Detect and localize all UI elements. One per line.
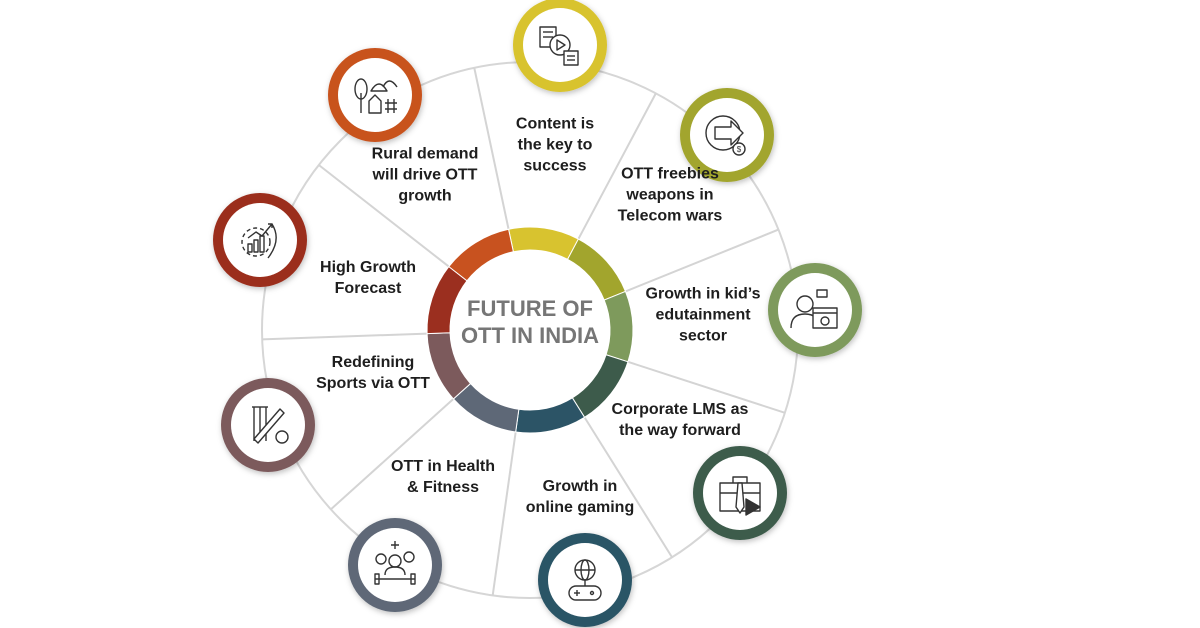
label-line: & Fitness	[406, 479, 479, 496]
label-line: growth	[398, 187, 452, 205]
label-line: success	[523, 157, 587, 175]
label-lms: Corporate LMS as the way forward	[612, 399, 749, 441]
spoke-divider	[583, 416, 673, 558]
badge-content	[513, 0, 607, 92]
briefcase-video-icon	[719, 476, 761, 516]
child-video-learning-icon	[790, 289, 838, 329]
growth-gear-chart-icon	[241, 223, 277, 259]
badge-health	[348, 518, 442, 612]
spoke-divider	[473, 67, 510, 230]
label-line: OTT in Health	[391, 458, 495, 475]
rural-village-icon	[354, 78, 398, 114]
label-health: OTT in Health & Fitness	[391, 456, 495, 498]
label-line: Redefining	[331, 354, 415, 371]
spoke-divider	[491, 431, 517, 596]
badge-inner	[358, 528, 432, 602]
center-title-line-1: FUTURE OF	[467, 296, 593, 321]
svg-text:$: $	[737, 145, 742, 154]
badge-freebies: $	[680, 88, 774, 182]
label-line: edutainment	[655, 306, 751, 324]
spoke-divider	[262, 332, 428, 341]
label-rural: Rural demand will drive OTT growth	[372, 144, 479, 207]
badge-kids	[768, 263, 862, 357]
online-gamepad-icon	[568, 559, 602, 601]
label-line: the way forward	[619, 422, 741, 439]
center-circle	[450, 250, 610, 410]
label-line: the key to	[517, 136, 593, 154]
label-line: Growth in kid’s	[645, 285, 761, 303]
center-title: FUTURE OF OTT IN INDIA	[461, 295, 599, 349]
label-line: Content is	[515, 115, 595, 133]
spoke-divider	[577, 92, 657, 240]
badge-rural	[328, 48, 422, 142]
label-line: weapons in	[626, 186, 714, 204]
label-line: High Growth	[320, 259, 416, 276]
badge-lms	[693, 446, 787, 540]
label-gaming: Growth in online gaming	[526, 476, 634, 518]
badge-sports	[221, 378, 315, 472]
label-line: will drive OTT	[372, 166, 478, 184]
label-content: Content is the key to success	[516, 114, 594, 177]
spoke-divider	[330, 398, 455, 511]
label-line: Telecom wars	[617, 207, 723, 225]
label-line: sector	[678, 327, 728, 345]
cricket-icon	[252, 406, 289, 444]
badge-growth	[213, 193, 307, 287]
badge-gaming	[538, 533, 632, 627]
content-media-icon	[539, 26, 579, 66]
fitness-health-icon	[374, 541, 416, 585]
label-line: Sports via OTT	[316, 375, 430, 392]
label-line: OTT freebies	[621, 165, 719, 183]
label-line: online gaming	[525, 499, 635, 516]
label-line: Forecast	[334, 280, 402, 297]
label-line: Rural demand	[371, 145, 479, 163]
spoke-divider	[318, 164, 450, 268]
telecom-offer-icon: $	[705, 115, 746, 156]
center-title-line-2: OTT IN INDIA	[460, 323, 600, 348]
label-line: Growth in	[542, 478, 618, 495]
label-line: Corporate LMS as	[611, 401, 749, 418]
label-freebies: OTT freebies weapons in Telecom wars	[618, 164, 723, 227]
spoke-divider	[625, 228, 779, 293]
label-kids: Growth in kid’s edutainment sector	[646, 284, 761, 347]
spoke-divider	[627, 360, 786, 414]
